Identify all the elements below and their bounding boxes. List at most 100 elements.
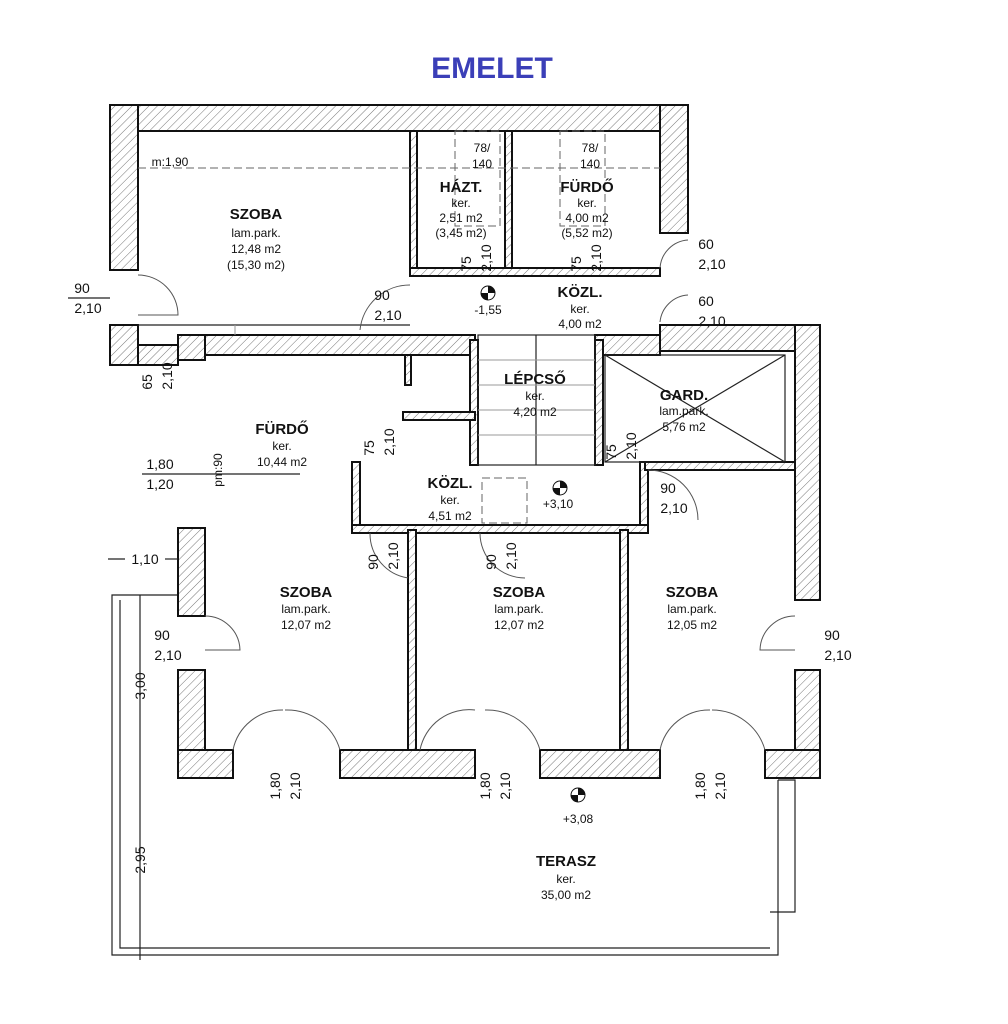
svg-text:lam.park.: lam.park. <box>667 602 716 616</box>
svg-text:90: 90 <box>154 627 170 643</box>
svg-text:4,00 m2: 4,00 m2 <box>558 317 602 331</box>
svg-text:1,80: 1,80 <box>267 772 283 799</box>
svg-text:lam.park.: lam.park. <box>281 602 330 616</box>
svg-text:lam.park.: lam.park. <box>494 602 543 616</box>
svg-text:ker.: ker. <box>525 389 544 403</box>
level-terrace: +3,08 <box>563 812 594 826</box>
svg-text:2,10: 2,10 <box>698 313 725 329</box>
svg-text:2,10: 2,10 <box>381 428 397 455</box>
svg-text:2,10: 2,10 <box>503 542 519 569</box>
svg-text:60: 60 <box>698 236 714 252</box>
svg-text:2,10: 2,10 <box>623 432 639 459</box>
doors <box>137 130 796 751</box>
svg-text:2,10: 2,10 <box>385 542 401 569</box>
skylight-b-height: 140 <box>580 157 600 171</box>
svg-text:1,80: 1,80 <box>692 772 708 799</box>
svg-text:SZOBA: SZOBA <box>666 584 719 601</box>
svg-text:12,07 m2: 12,07 m2 <box>494 618 544 632</box>
svg-text:KÖZL.: KÖZL. <box>558 284 603 301</box>
plan-title: EMELET <box>431 52 553 85</box>
rotated-dimension-labels: 75 2,10 75 2,10 65 2,10 75 2,10 75 2,10 … <box>132 244 728 960</box>
svg-text:2,10: 2,10 <box>712 772 728 799</box>
svg-text:2,10: 2,10 <box>74 300 101 316</box>
svg-text:2,10: 2,10 <box>154 647 181 663</box>
svg-text:12,05 m2: 12,05 m2 <box>667 618 717 632</box>
svg-text:2,10: 2,10 <box>159 362 175 389</box>
room-szoba-4: SZOBA lam.park. 12,05 m2 <box>666 584 719 632</box>
svg-text:2,10: 2,10 <box>698 256 725 272</box>
room-furdo-large: FÜRDŐ ker. 10,44 m2 <box>255 420 309 469</box>
svg-text:SZOBA: SZOBA <box>230 206 283 223</box>
svg-text:LÉPCSŐ: LÉPCSŐ <box>504 370 566 388</box>
svg-text:lam.park.: lam.park. <box>659 404 708 418</box>
svg-text:ker.: ker. <box>570 302 589 316</box>
svg-text:10,44 m2: 10,44 m2 <box>257 455 307 469</box>
svg-text:2,10: 2,10 <box>588 244 604 271</box>
svg-text:(3,45 m2): (3,45 m2) <box>435 226 486 240</box>
room-terasz: TERASZ ker. 35,00 m2 <box>536 853 596 902</box>
svg-text:KÖZL.: KÖZL. <box>428 475 473 492</box>
svg-text:75: 75 <box>603 444 619 460</box>
staircase <box>234 325 596 466</box>
svg-text:HÁZT.: HÁZT. <box>440 179 483 196</box>
svg-text:90: 90 <box>824 627 840 643</box>
level-hall: +3,10 <box>543 497 574 511</box>
ceiling-height-note: m:1,90 <box>152 155 189 169</box>
svg-text:90: 90 <box>374 287 390 303</box>
svg-text:SZOBA: SZOBA <box>280 584 333 601</box>
svg-text:75: 75 <box>568 256 584 272</box>
svg-text:4,51 m2: 4,51 m2 <box>428 509 472 523</box>
skylight-a-height: 140 <box>472 157 492 171</box>
svg-text:ker.: ker. <box>577 196 596 210</box>
svg-text:90: 90 <box>483 554 499 570</box>
room-kozl-lower: KÖZL. ker. 4,51 m2 <box>428 475 473 523</box>
svg-text:90: 90 <box>660 480 676 496</box>
room-gard: GARD. lam.park. 5,76 m2 <box>659 387 708 434</box>
room-szoba-3: SZOBA lam.park. 12,07 m2 <box>493 584 546 632</box>
room-szoba-1: SZOBA lam.park. 12,48 m2 (15,30 m2) <box>227 206 285 272</box>
svg-text:35,00 m2: 35,00 m2 <box>541 888 591 902</box>
svg-text:4,00 m2: 4,00 m2 <box>565 211 609 225</box>
svg-text:SZOBA: SZOBA <box>493 584 546 601</box>
level-upper-hall: -1,55 <box>474 303 502 317</box>
svg-text:ker.: ker. <box>556 872 575 886</box>
svg-text:1,80: 1,80 <box>477 772 493 799</box>
svg-text:FÜRDŐ: FÜRDŐ <box>255 420 309 438</box>
room-haztartasi: HÁZT. ker. 2,51 m2 (3,45 m2) <box>435 179 486 240</box>
svg-text:FÜRDŐ: FÜRDŐ <box>560 178 614 196</box>
svg-text:4,20 m2: 4,20 m2 <box>513 405 557 419</box>
svg-text:2,10: 2,10 <box>660 500 687 516</box>
svg-text:(15,30 m2): (15,30 m2) <box>227 258 285 272</box>
svg-text:5,76 m2: 5,76 m2 <box>662 420 706 434</box>
room-furdo-small: FÜRDŐ ker. 4,00 m2 (5,52 m2) <box>560 178 614 240</box>
skylight-b-width: 78/ <box>582 141 599 155</box>
svg-text:ker.: ker. <box>451 196 470 210</box>
svg-text:75: 75 <box>361 440 377 456</box>
svg-text:2,10: 2,10 <box>287 772 303 799</box>
exterior-walls <box>109 104 821 779</box>
parapet-note: pm:90 <box>211 453 225 487</box>
svg-text:lam.park.: lam.park. <box>231 226 280 240</box>
svg-text:2,10: 2,10 <box>824 647 851 663</box>
interior-walls <box>138 130 796 751</box>
svg-text:TERASZ: TERASZ <box>536 853 596 870</box>
svg-text:1,10: 1,10 <box>131 551 158 567</box>
level-markers <box>480 285 586 803</box>
wardrobe <box>604 354 786 463</box>
svg-text:12,07 m2: 12,07 m2 <box>281 618 331 632</box>
svg-text:ker.: ker. <box>440 493 459 507</box>
svg-text:2,10: 2,10 <box>497 772 513 799</box>
room-lepcso: LÉPCSŐ ker. 4,20 m2 <box>504 370 566 419</box>
svg-text:2,10: 2,10 <box>374 307 401 323</box>
svg-text:75: 75 <box>458 256 474 272</box>
svg-text:65: 65 <box>139 374 155 390</box>
svg-text:12,48 m2: 12,48 m2 <box>231 242 281 256</box>
svg-text:GARD.: GARD. <box>660 387 708 404</box>
svg-text:1,20: 1,20 <box>146 476 173 492</box>
terrace-outline <box>111 594 796 956</box>
svg-text:2,51 m2: 2,51 m2 <box>439 211 483 225</box>
svg-text:ker.: ker. <box>272 439 291 453</box>
svg-text:(5,52 m2): (5,52 m2) <box>561 226 612 240</box>
svg-text:90: 90 <box>365 554 381 570</box>
